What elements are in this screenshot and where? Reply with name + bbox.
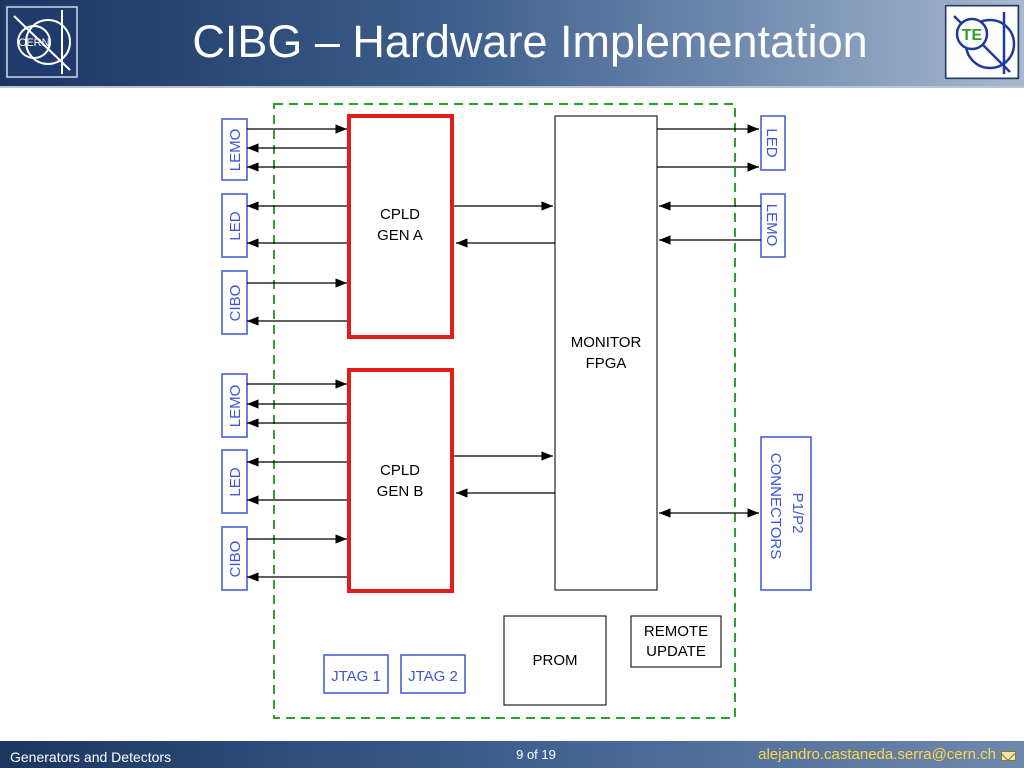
left-connector-label: LEMO — [227, 385, 244, 428]
page-title: CIBG – Hardware Implementation — [192, 16, 868, 67]
left-connector-label: LED — [227, 467, 244, 496]
title-rule — [0, 86, 1024, 88]
right-connector-led: LED — [760, 115, 786, 171]
signal-arrows — [247, 124, 761, 582]
te-logo-text: TE — [962, 27, 983, 44]
page-number: 9 of 19 — [516, 747, 556, 762]
left-connector-label: LED — [227, 211, 244, 240]
cpld-gen-b-block: CPLD GEN B — [347, 368, 454, 593]
left-connector-cibo-bottom: CIBO — [221, 526, 248, 591]
cpld-b-label-line2: GEN B — [377, 483, 424, 500]
left-connector-led-top: LED — [221, 193, 248, 258]
left-connector-lemo-bottom: LEMO — [221, 373, 248, 438]
cern-logo: CERN — [4, 4, 80, 80]
left-connector-led-bottom: LED — [221, 449, 248, 514]
prom-label: PROM — [533, 652, 578, 669]
fpga-label-line2: FPGA — [586, 355, 627, 372]
footer-section-title: Generators and Detectors — [10, 749, 172, 765]
prom-block: PROM — [503, 615, 607, 706]
cpld-gen-a-block: CPLD GEN A — [347, 114, 454, 339]
left-connector-label: CIBO — [227, 285, 244, 322]
right-lemo-label: LEMO — [763, 204, 780, 247]
title-bar: CERN CIBG – Hardware Implementation TE — [0, 0, 1024, 86]
footer-bar: Generators and Detectors 9 of 19 alejand… — [0, 741, 1024, 768]
fpga-label-line1: MONITOR — [571, 334, 642, 351]
cpld-b-label-line1: CPLD — [380, 462, 420, 479]
monitor-fpga-block: MONITOR FPGA — [554, 115, 658, 591]
p1-p2-connectors: P1/P2 CONNECTORS — [760, 436, 812, 591]
left-connector-label: CIBO — [227, 541, 244, 578]
jtag2-block: JTAG 2 — [400, 654, 466, 694]
te-logo: TE — [944, 4, 1020, 80]
left-connector-label: LEMO — [227, 129, 244, 172]
mail-icon — [1001, 751, 1016, 761]
board-boundary — [273, 103, 736, 719]
cpld-a-label-line1: CPLD — [380, 206, 420, 223]
cpld-a-label-line2: GEN A — [377, 227, 423, 244]
remote-update-line1: REMOTE — [644, 623, 708, 640]
remote-update-line2: UPDATE — [646, 643, 706, 660]
jtag1-label: JTAG 1 — [331, 668, 381, 685]
right-led-label: LED — [763, 128, 780, 157]
cern-logo-text: CERN — [18, 37, 49, 49]
p1p2-label-line2: CONNECTORS — [767, 453, 784, 559]
right-connector-lemo: LEMO — [760, 193, 786, 258]
p1p2-label-line1: P1/P2 — [789, 493, 806, 534]
left-connector-cibo-top: CIBO — [221, 270, 248, 335]
jtag1-block: JTAG 1 — [323, 654, 389, 694]
left-connector-lemo-top: LEMO — [221, 118, 248, 181]
remote-update-block: REMOTE UPDATE — [630, 615, 722, 668]
footer-email[interactable]: alejandro.castaneda.serra@cern.ch — [758, 746, 996, 763]
jtag2-label: JTAG 2 — [408, 668, 458, 685]
